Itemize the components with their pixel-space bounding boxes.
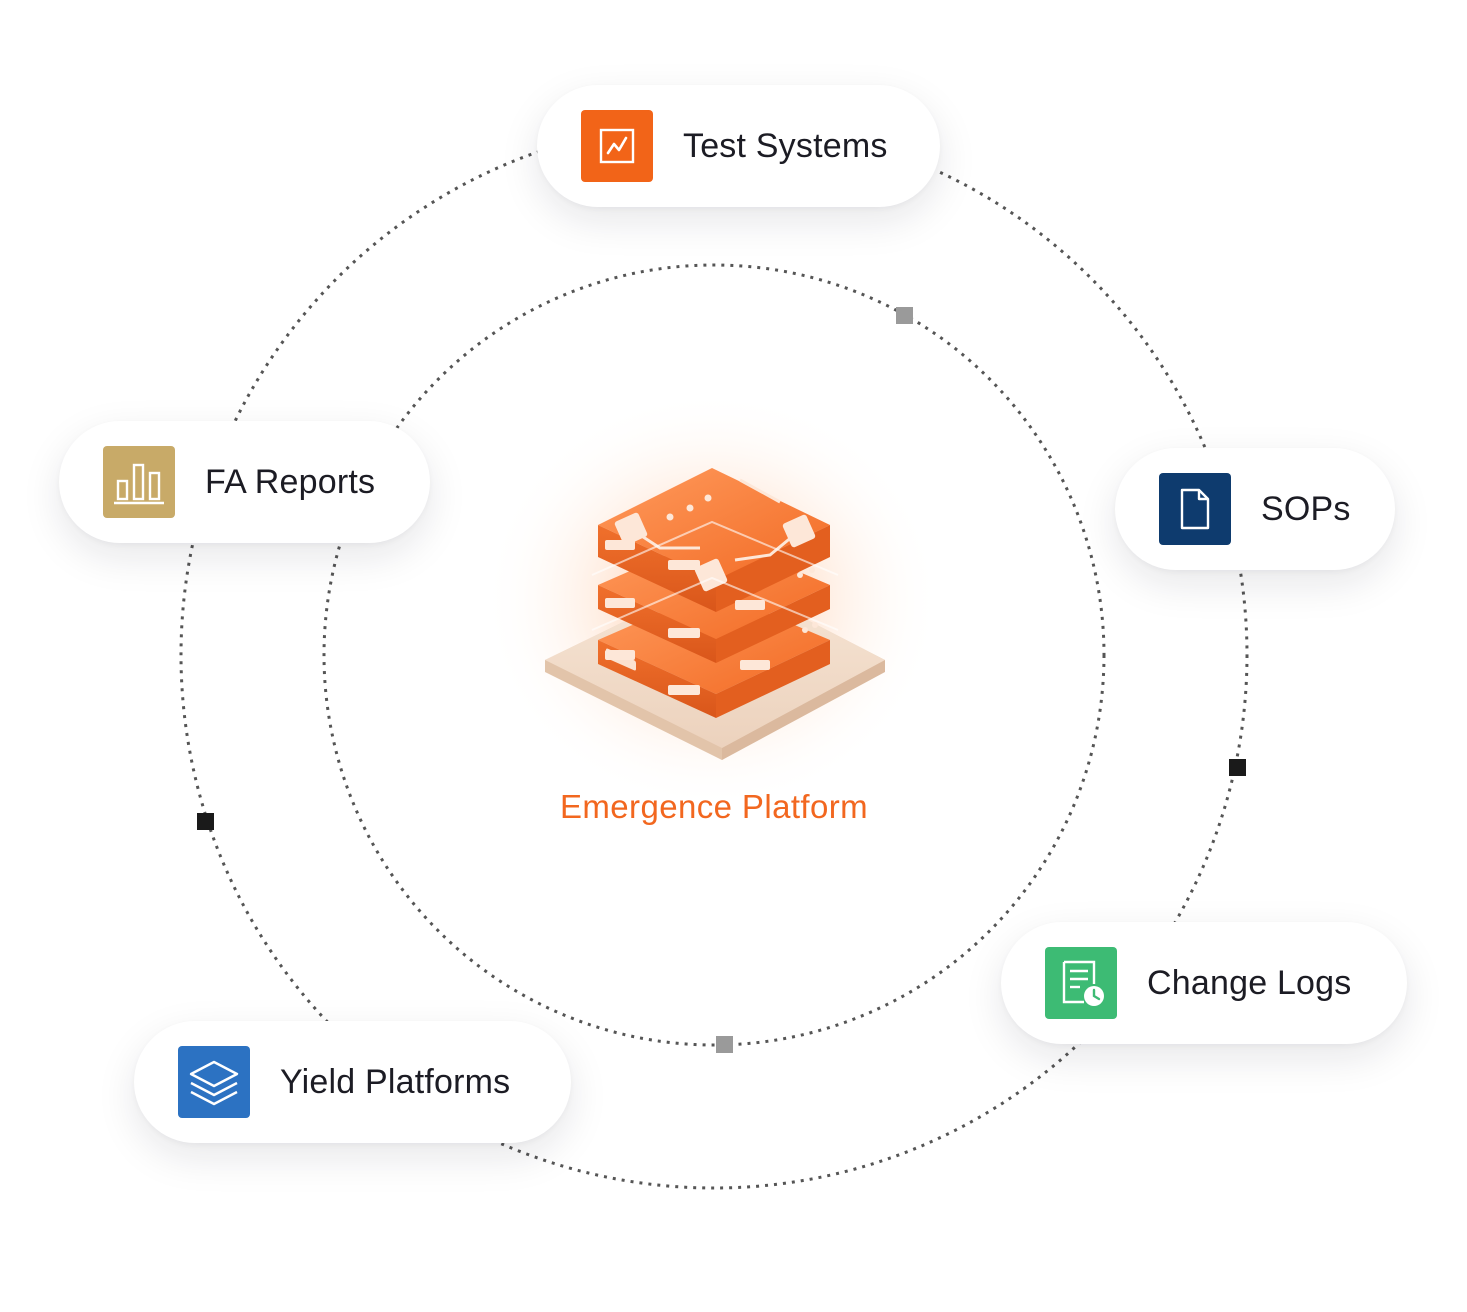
bar-chart-icon bbox=[103, 446, 175, 518]
node-fa-reports[interactable]: FA Reports bbox=[59, 421, 430, 543]
document-icon bbox=[1159, 473, 1231, 545]
document-clock-icon bbox=[1045, 947, 1117, 1019]
node-change-logs[interactable]: Change Logs bbox=[1001, 922, 1407, 1044]
ring-marker bbox=[896, 307, 913, 324]
node-label: Change Logs bbox=[1147, 963, 1352, 1002]
node-label: Test Systems bbox=[683, 126, 888, 165]
ring-marker bbox=[197, 813, 214, 830]
node-sops[interactable]: SOPs bbox=[1115, 448, 1395, 570]
node-label: Yield Platforms bbox=[280, 1062, 511, 1101]
node-test-systems[interactable]: Test Systems bbox=[537, 85, 940, 207]
platform-stack-icon bbox=[591, 468, 839, 718]
ring-marker bbox=[1229, 759, 1246, 776]
inner-ring bbox=[322, 263, 1106, 1047]
node-yield-platforms[interactable]: Yield Platforms bbox=[134, 1021, 571, 1143]
layers-icon bbox=[178, 1046, 250, 1118]
node-label: FA Reports bbox=[205, 462, 376, 501]
line-chart-icon bbox=[581, 110, 653, 182]
node-label: SOPs bbox=[1261, 489, 1351, 528]
ring-marker bbox=[716, 1036, 733, 1053]
platform-title: Emergence Platform bbox=[560, 788, 868, 825]
